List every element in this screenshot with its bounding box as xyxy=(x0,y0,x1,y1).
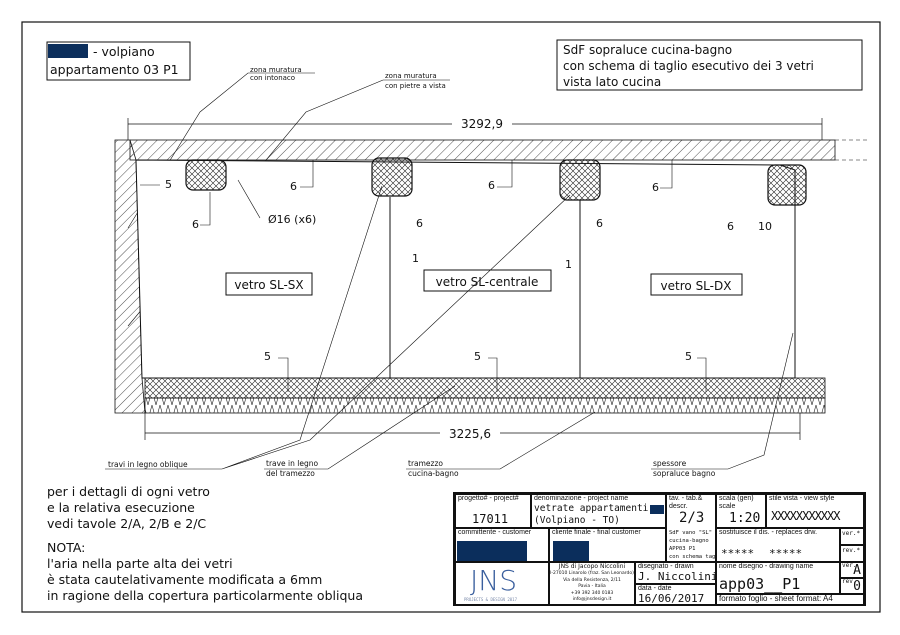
header-left-line2: appartamento 03 P1 xyxy=(50,62,179,77)
svg-text:10: 10 xyxy=(758,220,772,233)
svg-text:6: 6 xyxy=(416,217,423,230)
redaction xyxy=(650,505,664,514)
svg-text:5: 5 xyxy=(685,350,692,363)
svg-text:Ø16 (x6): Ø16 (x6) xyxy=(268,213,316,226)
svg-text:zona muratura: zona muratura xyxy=(250,66,302,74)
replaces-cell: sostituisce il dis. - replaces drw. ****… xyxy=(716,528,840,562)
ver-cell: ver. A xyxy=(840,562,864,578)
rev-top-cell: rev.* xyxy=(840,545,864,562)
glass-label-sx: vetro SL-SX xyxy=(225,272,313,296)
svg-text:6: 6 xyxy=(488,179,495,192)
table-cell: tav. - tab.& descr. 2/3 SdF vano "SL"cuc… xyxy=(666,494,716,562)
drawn-cell: disegnato - drawn J. Niccolini xyxy=(635,562,716,584)
svg-text:cucina-bagno: cucina-bagno xyxy=(408,469,459,478)
svg-text:vetro SL-DX: vetro SL-DX xyxy=(661,279,732,293)
ver-top-cell: ver.* xyxy=(840,528,864,545)
redaction xyxy=(457,541,527,561)
svg-text:1: 1 xyxy=(412,252,419,265)
header-right-line3: vista lato cucina xyxy=(563,75,661,89)
callout-trave-tramezzo: trave in legno del tramezzo xyxy=(264,385,456,478)
svg-text:6: 6 xyxy=(652,181,659,194)
svg-text:con intonaco: con intonaco xyxy=(250,74,295,82)
svg-text:3292,9: 3292,9 xyxy=(461,117,503,131)
project-number-cell: progetto# - project# 17011 xyxy=(455,494,531,528)
ceiling-masonry xyxy=(129,139,836,161)
dimension-top: 3292,9 xyxy=(127,116,823,140)
header-right-line1: SdF sopraluce cucina-bagno xyxy=(563,43,732,57)
sheet-frame xyxy=(21,21,881,613)
title-block: progetto# - project# 17011 denominazione… xyxy=(453,492,866,606)
tramezzo-beam xyxy=(144,377,826,399)
callout-tramezzo: tramezzo cucina-bagno xyxy=(406,411,596,478)
redaction xyxy=(48,44,88,58)
header-right-line2: con schema di taglio esecutivo dei 3 vet… xyxy=(563,59,814,73)
logo: JNS PROJECTS & DESIGN 2017 xyxy=(455,562,549,606)
svg-text:vetro SL-SX: vetro SL-SX xyxy=(234,278,303,292)
callout-travi-oblique: travi in legno oblique xyxy=(105,185,571,470)
redaction xyxy=(553,541,589,561)
tramezzo-wall xyxy=(144,397,826,414)
company-info: JNS di Jacopo Niccolini I-27010 Linarolo… xyxy=(549,562,635,606)
date-cell: data - date 16/06/2017 xyxy=(635,584,716,606)
svg-text:con pietre a vista: con pietre a vista xyxy=(385,82,446,90)
svg-text:5: 5 xyxy=(474,350,481,363)
glass-label-dx: vetro SL-DX xyxy=(650,273,743,296)
svg-text:5: 5 xyxy=(264,350,271,363)
sheet-format: formato foglio - sheet format: A4 xyxy=(716,594,864,606)
svg-text:6: 6 xyxy=(192,218,199,231)
svg-text:spessore: spessore xyxy=(653,459,687,468)
customer-cell: committente - customer xyxy=(455,528,549,562)
callout-spessore: spessore sopraluce bagno xyxy=(651,332,794,478)
svg-text:6: 6 xyxy=(596,217,603,230)
rev-cell: rev. 0 xyxy=(840,578,864,594)
header-left-line1: - volpiano xyxy=(93,44,155,59)
scale-cell: scala (gen) scale 1:20 xyxy=(716,494,766,528)
drawing-name-cell: nome disegno - drawing name app03__P1 xyxy=(716,562,840,594)
view-style-cell: stile vista - view style XXXXXXXXXXX xyxy=(766,494,864,528)
svg-text:sopraluce bagno: sopraluce bagno xyxy=(653,469,716,478)
svg-text:zona muratura: zona muratura xyxy=(385,72,437,80)
svg-text:tramezzo: tramezzo xyxy=(408,459,443,468)
svg-text:vetro SL-centrale: vetro SL-centrale xyxy=(436,275,539,289)
svg-text:del tramezzo: del tramezzo xyxy=(266,469,315,478)
svg-text:trave in legno: trave in legno xyxy=(266,459,318,468)
svg-text:travi in legno oblique: travi in legno oblique xyxy=(108,460,188,469)
svg-text:6: 6 xyxy=(727,220,734,233)
glass-outline xyxy=(135,159,796,379)
svg-text:1: 1 xyxy=(565,258,572,271)
header-right-box: SdF sopraluce cucina-bagno con schema di… xyxy=(556,39,863,91)
dimension-bottom: 3225,6 xyxy=(144,413,801,441)
glass-label-centrale: vetro SL-centrale xyxy=(423,269,552,292)
svg-text:6: 6 xyxy=(290,180,297,193)
project-name-cell: denominazione - project name vetrate app… xyxy=(531,494,666,528)
notes-details: per i dettagli di ogni vetro e la relati… xyxy=(47,484,210,531)
final-customer-cell: cliente finale - final customer xyxy=(549,528,666,562)
svg-text:5: 5 xyxy=(165,178,172,191)
dimension-annotations: 5 6 6 6 6 6 6 6 10 1 1 5 5 5 Ø16 (x6) xyxy=(140,160,772,392)
svg-text:3225,6: 3225,6 xyxy=(449,427,491,441)
notes-nota: NOTA: l'aria nella parte alta dei vetri … xyxy=(47,540,363,603)
oblique-beams xyxy=(185,157,807,206)
header-left-box: - volpiano appartamento 03 P1 xyxy=(46,41,191,81)
